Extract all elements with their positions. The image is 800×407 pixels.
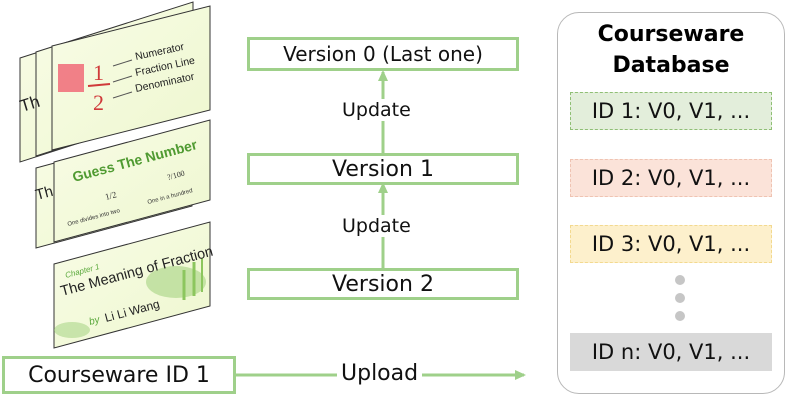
upload-label: Upload	[337, 361, 423, 386]
fraction-denominator: 2	[93, 90, 104, 115]
slide-2-partial-title: Th	[34, 183, 55, 204]
database-title-line2: Database	[612, 53, 730, 78]
version-0-box: Version 0 (Last one)	[247, 37, 519, 71]
fraction-swatch	[58, 64, 84, 92]
database-item-3: ID 3: V0, V1, ...	[570, 225, 772, 263]
courseware-database: Courseware Database ID 1: V0, V1, ... ID…	[557, 12, 785, 394]
database-item-1-label: ID 1: V0, V1, ...	[591, 99, 751, 123]
database-item-n-label: ID n: V0, V1, ...	[591, 340, 751, 364]
database-item-2-label: ID 2: V0, V1, ...	[591, 166, 751, 190]
slides-illustration: Th 1 2 Numerator Fraction Line Denominat…	[18, 1, 215, 349]
slide-3-author-prefix: by	[88, 314, 102, 328]
slide-1-partial-title: Th	[18, 92, 43, 116]
update-label-lower: Update	[338, 215, 415, 237]
fraction-line	[87, 83, 111, 87]
slide-2-hundredth: ?/100	[166, 169, 186, 182]
ellipsis-dots	[675, 275, 685, 321]
database-title: Courseware Database	[558, 19, 784, 81]
version-0-label: Version 0 (Last one)	[283, 42, 483, 66]
database-item-2: ID 2: V0, V1, ...	[570, 159, 772, 197]
database-item-n: ID n: V0, V1, ...	[570, 333, 772, 371]
courseware-id-box: Courseware ID 1	[2, 356, 236, 394]
courseware-id-label: Courseware ID 1	[28, 362, 210, 388]
update-label-upper: Update	[338, 99, 415, 121]
slide-2: Th Guess The Number 1/2 ?/100 One divide…	[34, 119, 211, 249]
slide-3: Chapter 1 The Meaning of Fraction by Li …	[53, 221, 215, 349]
slide-2-half: 1/2	[104, 189, 118, 202]
database-title-line1: Courseware	[597, 22, 745, 47]
fraction-numerator: 1	[93, 60, 104, 85]
version-2-box: Version 2	[247, 268, 519, 300]
version-1-box: Version 1	[247, 153, 519, 185]
slide-1: Th 1 2 Numerator Fraction Line Denominat…	[18, 1, 211, 163]
database-item-1: ID 1: V0, V1, ...	[570, 92, 772, 130]
version-1-label: Version 1	[332, 156, 434, 182]
database-item-3-label: ID 3: V0, V1, ...	[591, 232, 751, 256]
version-2-label: Version 2	[332, 271, 434, 297]
